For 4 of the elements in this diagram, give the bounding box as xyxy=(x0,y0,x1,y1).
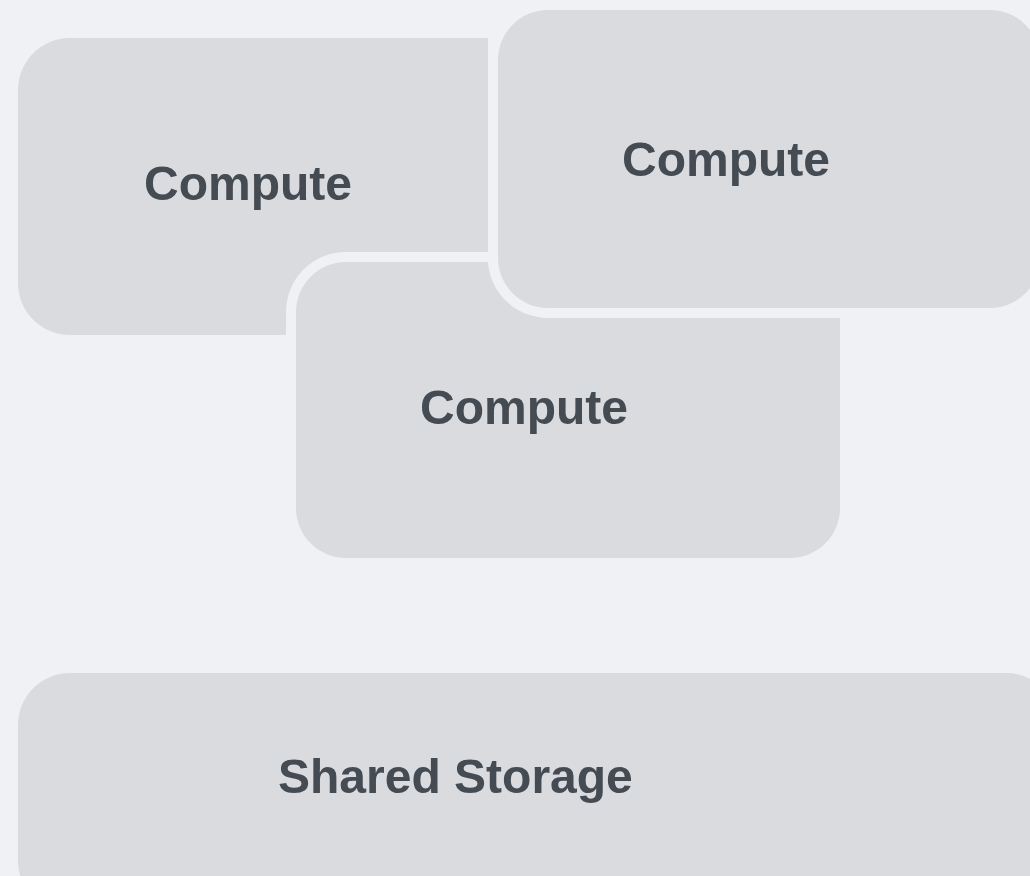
box-label: Compute xyxy=(144,160,352,208)
box-label: Shared Storage xyxy=(278,753,633,801)
box-label: Compute xyxy=(420,384,628,432)
box-label: Compute xyxy=(622,136,830,184)
